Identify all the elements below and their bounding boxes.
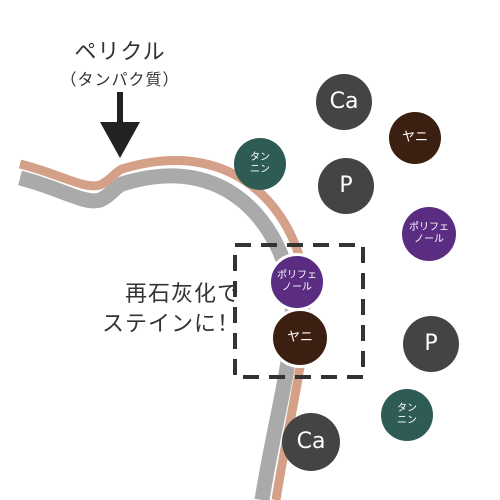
remineralization-callout-line1: 再石灰化で — [124, 282, 240, 307]
calcium-particle-top: Ca — [316, 74, 372, 130]
phosphate-particle-lower: P — [403, 316, 459, 372]
pellicle-title: ペリクル — [74, 40, 166, 65]
phosphate-particle-mid: P — [318, 158, 374, 214]
calcium-particle-bottom: Ca — [282, 413, 340, 471]
tannin-particle-top: タン ニン — [234, 138, 286, 190]
polyphenol-particle-boxed: ポリフェ ノール — [268, 253, 326, 311]
polyphenol-particle-right: ポリフェ ノール — [402, 207, 456, 261]
tannin-particle-lower: タン ニン — [381, 389, 433, 441]
nicotine-particle-top: ヤニ — [389, 112, 441, 164]
pellicle-arrow-head — [100, 122, 140, 158]
remineralization-callout-line2: ステインに！ — [101, 312, 240, 337]
pellicle-subtitle: （タンパク質） — [60, 70, 180, 89]
nicotine-particle-boxed: ヤニ — [270, 308, 330, 368]
highlight-dashed-box — [233, 243, 365, 379]
